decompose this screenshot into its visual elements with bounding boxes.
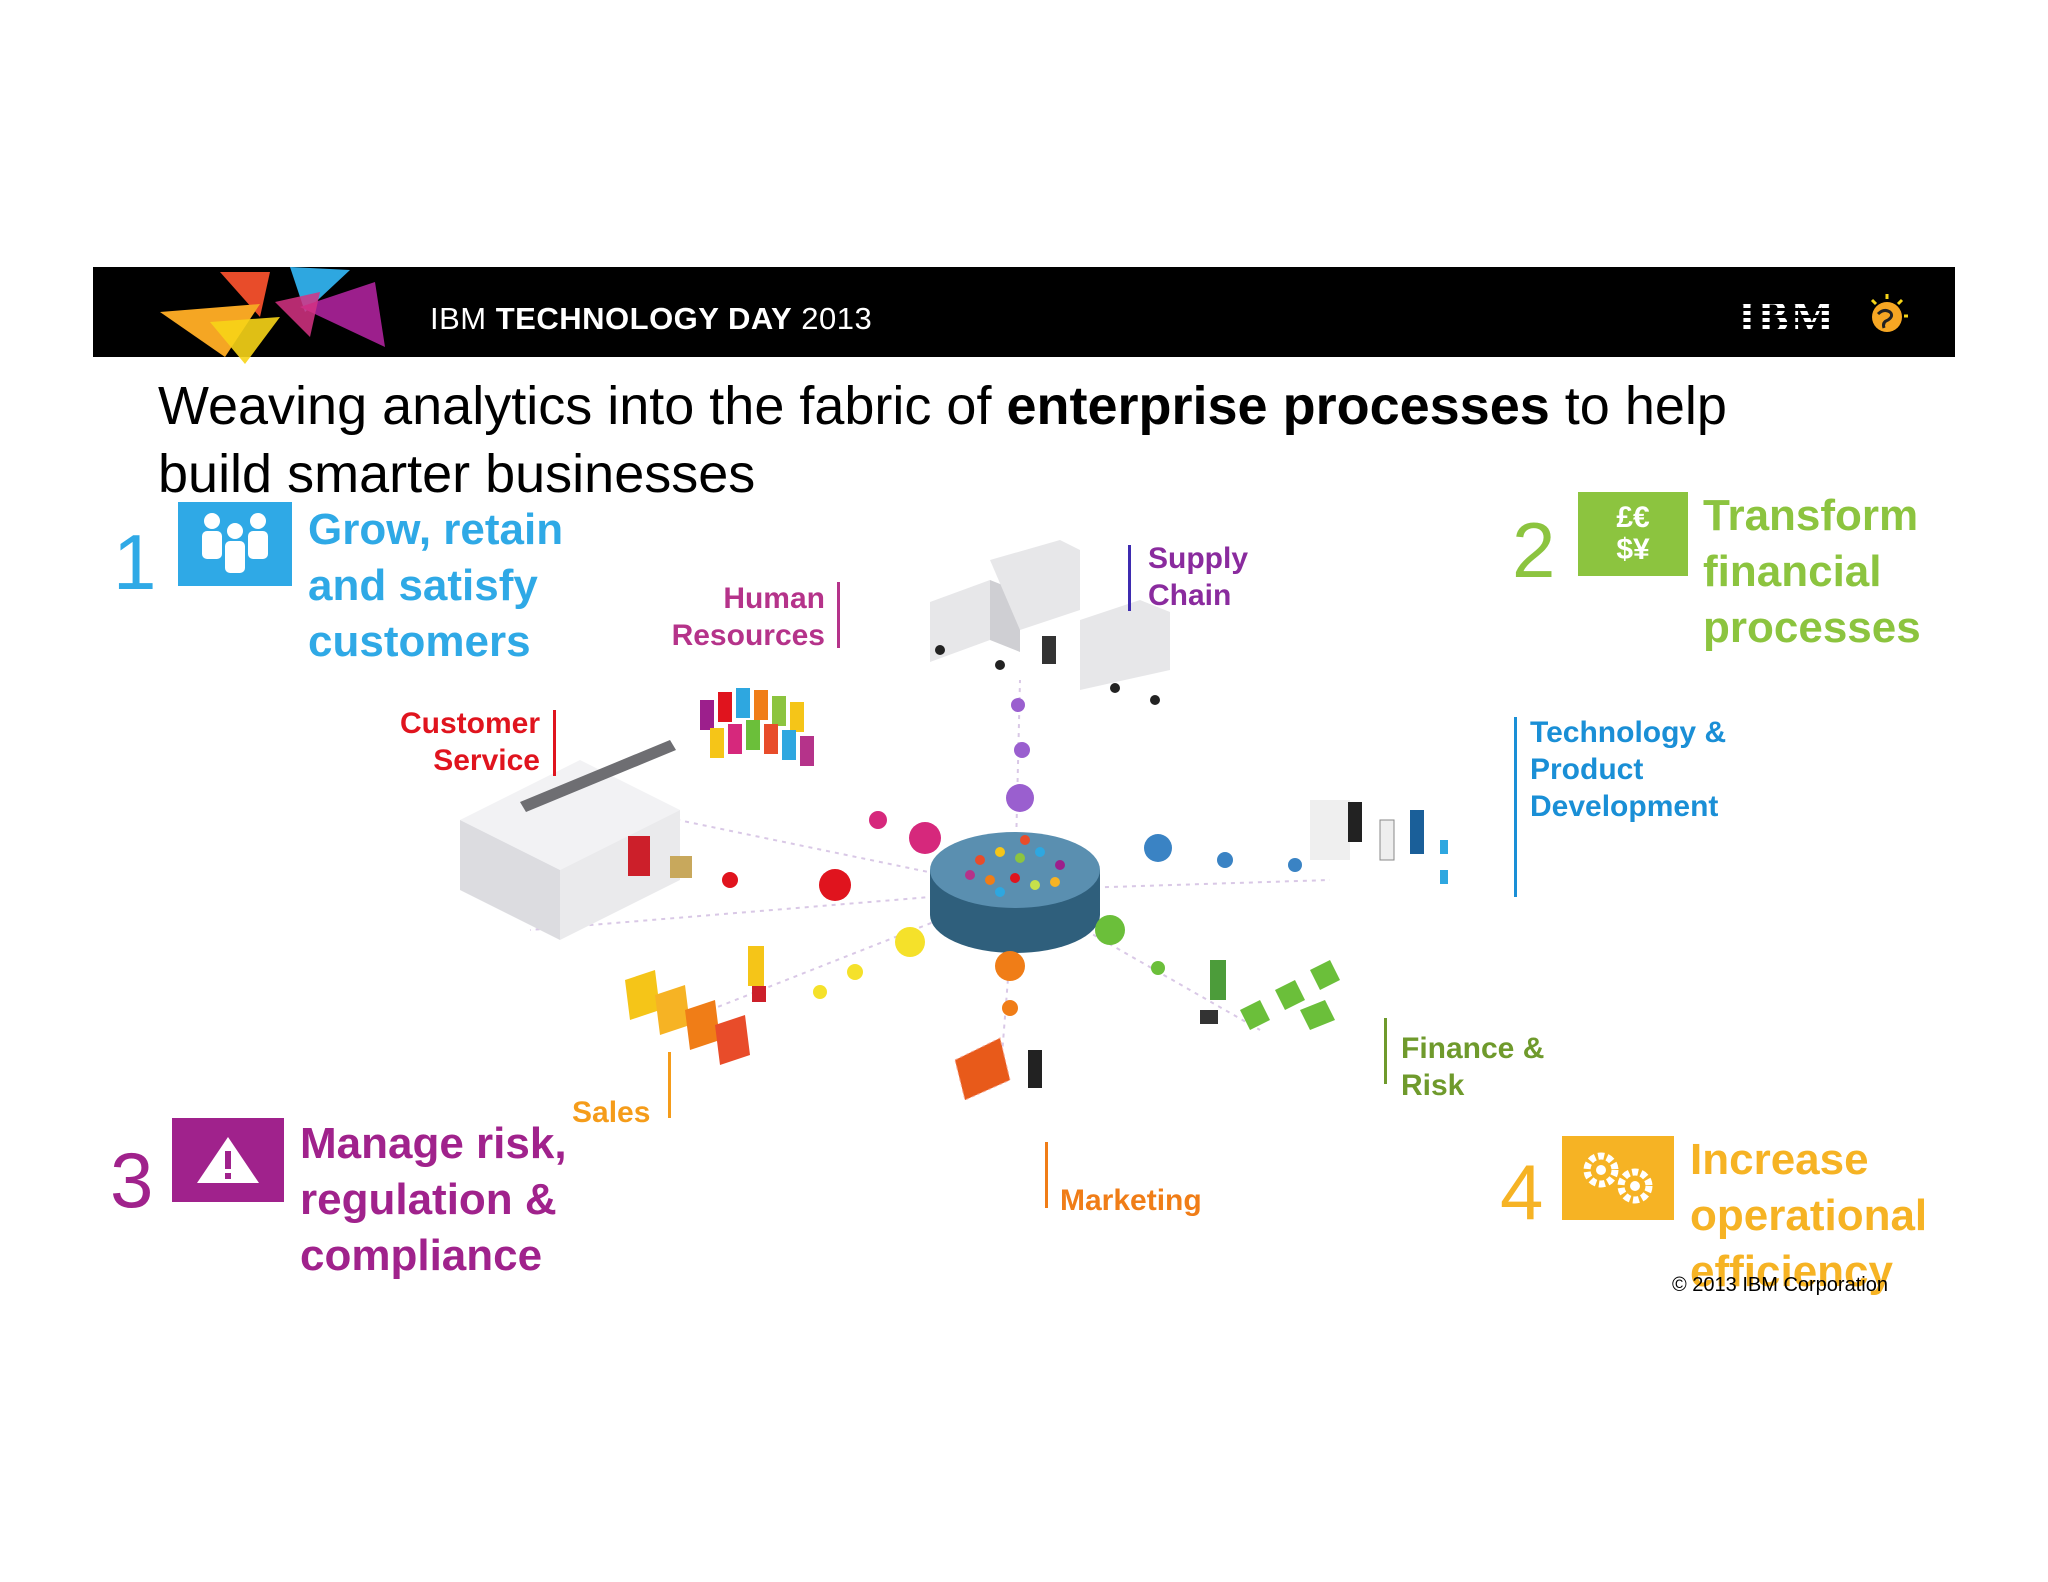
event-name: TECHNOLOGY DAY	[495, 301, 793, 336]
supply-chain-line-2: Chain	[1148, 579, 1232, 612]
objective-2-line-1: Transform	[1703, 491, 1919, 540]
enterprise-illustration	[460, 540, 1448, 1101]
event-logo	[160, 267, 385, 364]
objective-4-title: Increase operational efficiency	[1690, 1132, 1927, 1300]
objective-2-number: 2	[1512, 506, 1556, 594]
technology-people	[1310, 800, 1448, 884]
flow-spheres	[722, 698, 1302, 1016]
technology-line-3: Development	[1530, 790, 1719, 823]
currency-icon-bottom: $¥	[1616, 533, 1650, 566]
gears-icon	[1562, 1136, 1674, 1220]
sales-bar	[668, 1052, 671, 1118]
technology-line-2: Product	[1530, 753, 1644, 786]
objective-3-line-1: Manage risk,	[300, 1119, 567, 1168]
objective-1-line-3: customers	[308, 617, 531, 666]
finance-label: Finance & Risk	[1401, 1030, 1544, 1104]
human-resources-label: Human Resources	[660, 580, 825, 654]
objective-2-title: Transform financial processes	[1703, 488, 1921, 656]
human-resources-people	[700, 688, 814, 766]
objective-3-number: 3	[110, 1136, 154, 1224]
human-resources-line-2: Resources	[671, 619, 825, 652]
headline-line2: build smarter businesses	[158, 444, 756, 504]
currency-icon-top: £€	[1616, 501, 1650, 534]
event-prefix: IBM	[430, 301, 487, 336]
event-year: 2013	[801, 301, 873, 336]
warning-icon	[172, 1118, 284, 1202]
customer-service-bar	[553, 710, 556, 776]
objective-1-title: Grow, retain and satisfy customers	[308, 502, 563, 670]
objective-4-line-2: operational	[1690, 1191, 1928, 1240]
objective-2-line-2: financial	[1703, 547, 1882, 596]
customer-service-label: Customer Service	[380, 705, 540, 779]
headline-bold: enterprise processes	[1006, 376, 1550, 436]
objective-1-number: 1	[113, 518, 157, 606]
data-platform	[930, 832, 1100, 953]
sales-label: Sales	[572, 1096, 651, 1129]
human-resources-bar	[837, 582, 840, 648]
finance-line-1: Finance &	[1401, 1032, 1545, 1065]
objective-3-title: Manage risk, regulation & compliance	[300, 1116, 567, 1284]
objective-3-line-3: compliance	[300, 1231, 543, 1280]
ibm-logo: IBM	[1738, 291, 1836, 342]
marketing-bar	[1045, 1142, 1048, 1208]
technology-label: Technology & Product Development	[1530, 714, 1726, 825]
supply-chain-trucks	[930, 540, 1170, 705]
sales-shirts	[625, 946, 766, 1065]
supply-chain-line-1: Supply	[1148, 542, 1249, 575]
objective-4-line-3: efficiency	[1690, 1247, 1893, 1296]
objective-1-line-1: Grow, retain	[308, 505, 564, 554]
supply-chain-bar	[1128, 545, 1131, 611]
technology-line-1: Technology &	[1530, 716, 1727, 749]
copyright: © 2013 IBM Corporation	[1672, 1274, 1888, 1296]
objective-1-line-2: and satisfy	[308, 561, 538, 610]
finance-line-2: Risk	[1401, 1069, 1465, 1102]
supply-chain-label: Supply Chain	[1148, 540, 1248, 614]
marketing-board	[954, 1037, 1042, 1101]
human-resources-line-1: Human	[723, 582, 825, 615]
finance-figures	[1200, 960, 1340, 1030]
objective-2-line-3: processes	[1703, 603, 1921, 652]
headline-part1: Weaving analytics into the fabric of	[158, 376, 992, 436]
customer-service-line-1: Customer	[399, 707, 540, 740]
technology-bar	[1514, 717, 1517, 897]
currency-icon: £€ $¥	[1578, 492, 1688, 576]
objective-4-number: 4	[1500, 1148, 1544, 1236]
page-title: Weaving analytics into the fabric of ent…	[158, 372, 1858, 508]
headline-part2: to help	[1564, 376, 1727, 436]
header-band	[93, 267, 1955, 357]
objective-4-line-1: Increase	[1690, 1135, 1869, 1184]
customer-service-building	[460, 740, 692, 940]
globe-icon	[1870, 294, 1908, 332]
objective-3-line-2: regulation &	[300, 1175, 557, 1224]
people-icon	[178, 502, 292, 586]
event-title: IBM TECHNOLOGY DAY 2013	[430, 301, 872, 337]
customer-service-line-2: Service	[433, 744, 540, 777]
data-dots	[965, 835, 1065, 897]
finance-bar	[1384, 1018, 1387, 1084]
marketing-label: Marketing	[1060, 1184, 1202, 1217]
